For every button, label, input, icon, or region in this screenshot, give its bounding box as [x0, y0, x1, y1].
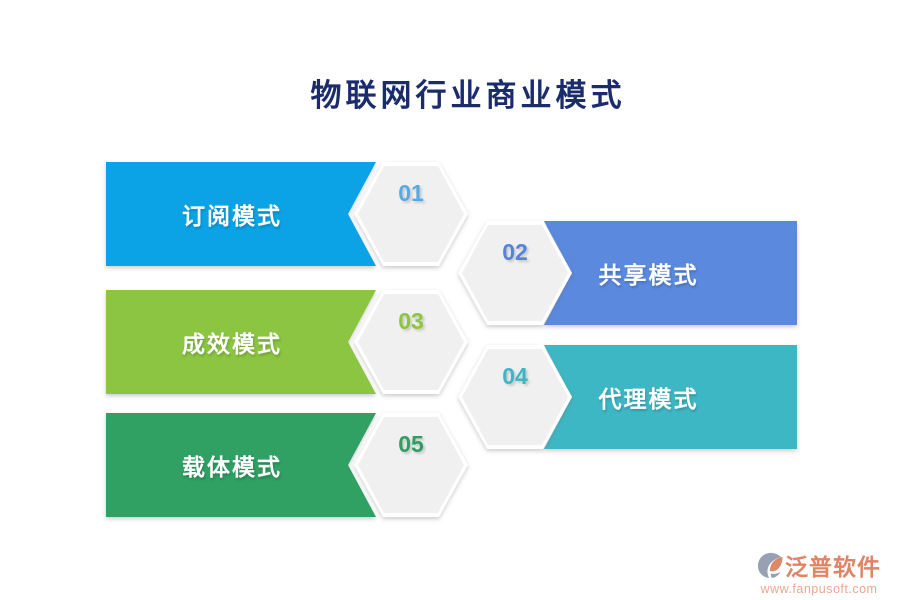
hexagon-shape: 02 — [458, 221, 572, 325]
step-number: 01 — [398, 180, 424, 206]
watermark-url[interactable]: www.fanpusoft.com — [760, 582, 878, 596]
step-number: 03 — [398, 308, 424, 334]
hexagon-badge-05: 05 — [354, 413, 468, 517]
banner-label: 代理模式 — [598, 386, 699, 412]
hexagon-fill — [462, 349, 568, 445]
banner-ribbon: 共享模式 — [544, 221, 797, 325]
hexagon-shape: 04 — [458, 345, 572, 449]
banner-04-agency-model: 代理模式 — [544, 345, 797, 449]
step-number: 02 — [502, 239, 528, 265]
watermark: 泛普软件 www.fanpusoft.com — [746, 548, 892, 596]
banner-ribbon: 订阅模式 — [106, 162, 376, 266]
banner-02-sharing-model: 共享模式 — [544, 221, 797, 325]
hexagon-fill — [358, 417, 464, 513]
banner-label: 成效模式 — [182, 331, 282, 357]
step-number: 04 — [502, 363, 528, 389]
hexagon-badge-01: 01 — [354, 162, 468, 266]
hexagon-fill — [462, 225, 568, 321]
banner-05-carrier-model: 载体模式 — [106, 413, 376, 517]
hexagon-badge-04: 04 — [458, 345, 572, 449]
hexagon-badge-03: 03 — [354, 290, 468, 394]
banner-label: 共享模式 — [598, 262, 699, 288]
hexagon-fill — [358, 166, 464, 262]
step-number: 05 — [398, 431, 424, 457]
banner-label: 订阅模式 — [182, 203, 282, 229]
hexagon-fill — [358, 294, 464, 390]
hexagon-badge-02: 02 — [458, 221, 572, 325]
fanpu-logo-icon — [757, 552, 783, 579]
page-title: 物联网行业商业模式 — [310, 78, 626, 113]
hexagon-shape: 01 — [354, 162, 468, 266]
banner-ribbon: 成效模式 — [106, 290, 376, 394]
banner-ribbon: 代理模式 — [544, 345, 797, 449]
banner-03-effectiveness-model: 成效模式 — [106, 290, 376, 394]
watermark-brand-text: 泛普软件 — [785, 554, 881, 580]
hexagon-shape: 05 — [354, 413, 468, 517]
banner-ribbon: 载体模式 — [106, 413, 376, 517]
hexagon-shape: 03 — [354, 290, 468, 394]
banner-label: 载体模式 — [182, 454, 282, 480]
banner-01-subscription-model: 订阅模式 — [106, 162, 376, 266]
